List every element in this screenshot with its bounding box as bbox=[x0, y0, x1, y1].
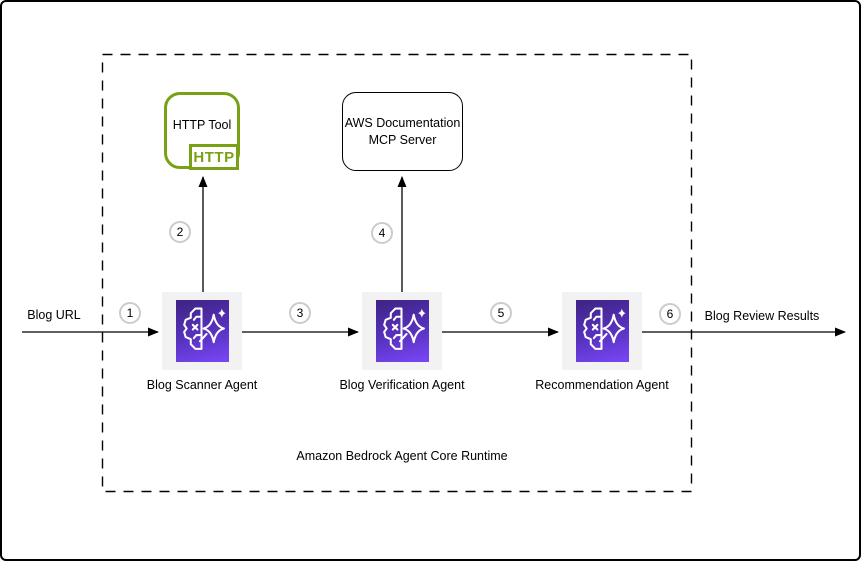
blog-scanner-agent-node bbox=[162, 292, 242, 370]
recommendation-agent-node bbox=[562, 292, 642, 370]
mcp-server-label-line1: AWS Documentation bbox=[344, 115, 461, 130]
step-number: 2 bbox=[176, 225, 184, 239]
http-badge-label: HTTP bbox=[193, 148, 235, 166]
blog-scanner-agent-label: Blog Scanner Agent bbox=[146, 378, 258, 392]
input-label-blog-url: Blog URL bbox=[27, 308, 81, 322]
bedrock-agent-icon bbox=[175, 300, 229, 362]
mcp-server-label-line2: MCP Server bbox=[368, 132, 437, 147]
runtime-boundary-label: Amazon Bedrock Agent Core Runtime bbox=[296, 449, 508, 463]
step-number: 6 bbox=[666, 307, 674, 321]
step-number: 5 bbox=[497, 306, 505, 320]
step-circle-1: 1 bbox=[119, 302, 141, 324]
step-circle-6: 6 bbox=[659, 303, 681, 325]
output-label-blog-review-results: Blog Review Results bbox=[704, 309, 820, 323]
bedrock-agent-icon bbox=[375, 300, 429, 362]
blog-verification-agent-label: Blog Verification Agent bbox=[339, 378, 465, 392]
sparkle-icon bbox=[217, 308, 226, 318]
recommendation-agent-label: Recommendation Agent bbox=[535, 378, 669, 392]
step-number: 3 bbox=[296, 306, 304, 320]
sparkle-icon bbox=[617, 308, 626, 318]
blog-verification-agent-node bbox=[362, 292, 442, 370]
sparkle-icon bbox=[417, 308, 426, 318]
step-number: 1 bbox=[126, 306, 134, 320]
step-circle-5: 5 bbox=[490, 302, 512, 324]
http-badge-icon: HTTP bbox=[189, 144, 239, 170]
bedrock-agent-icon bbox=[575, 300, 629, 362]
step-number: 4 bbox=[378, 226, 386, 240]
step-circle-2: 2 bbox=[169, 221, 191, 243]
http-tool-title: HTTP Tool bbox=[172, 117, 232, 132]
mcp-server-node: AWS Documentation MCP Server bbox=[342, 92, 463, 171]
runtime-boundary bbox=[101, 53, 693, 493]
step-circle-3: 3 bbox=[289, 302, 311, 324]
step-circle-4: 4 bbox=[371, 222, 393, 244]
